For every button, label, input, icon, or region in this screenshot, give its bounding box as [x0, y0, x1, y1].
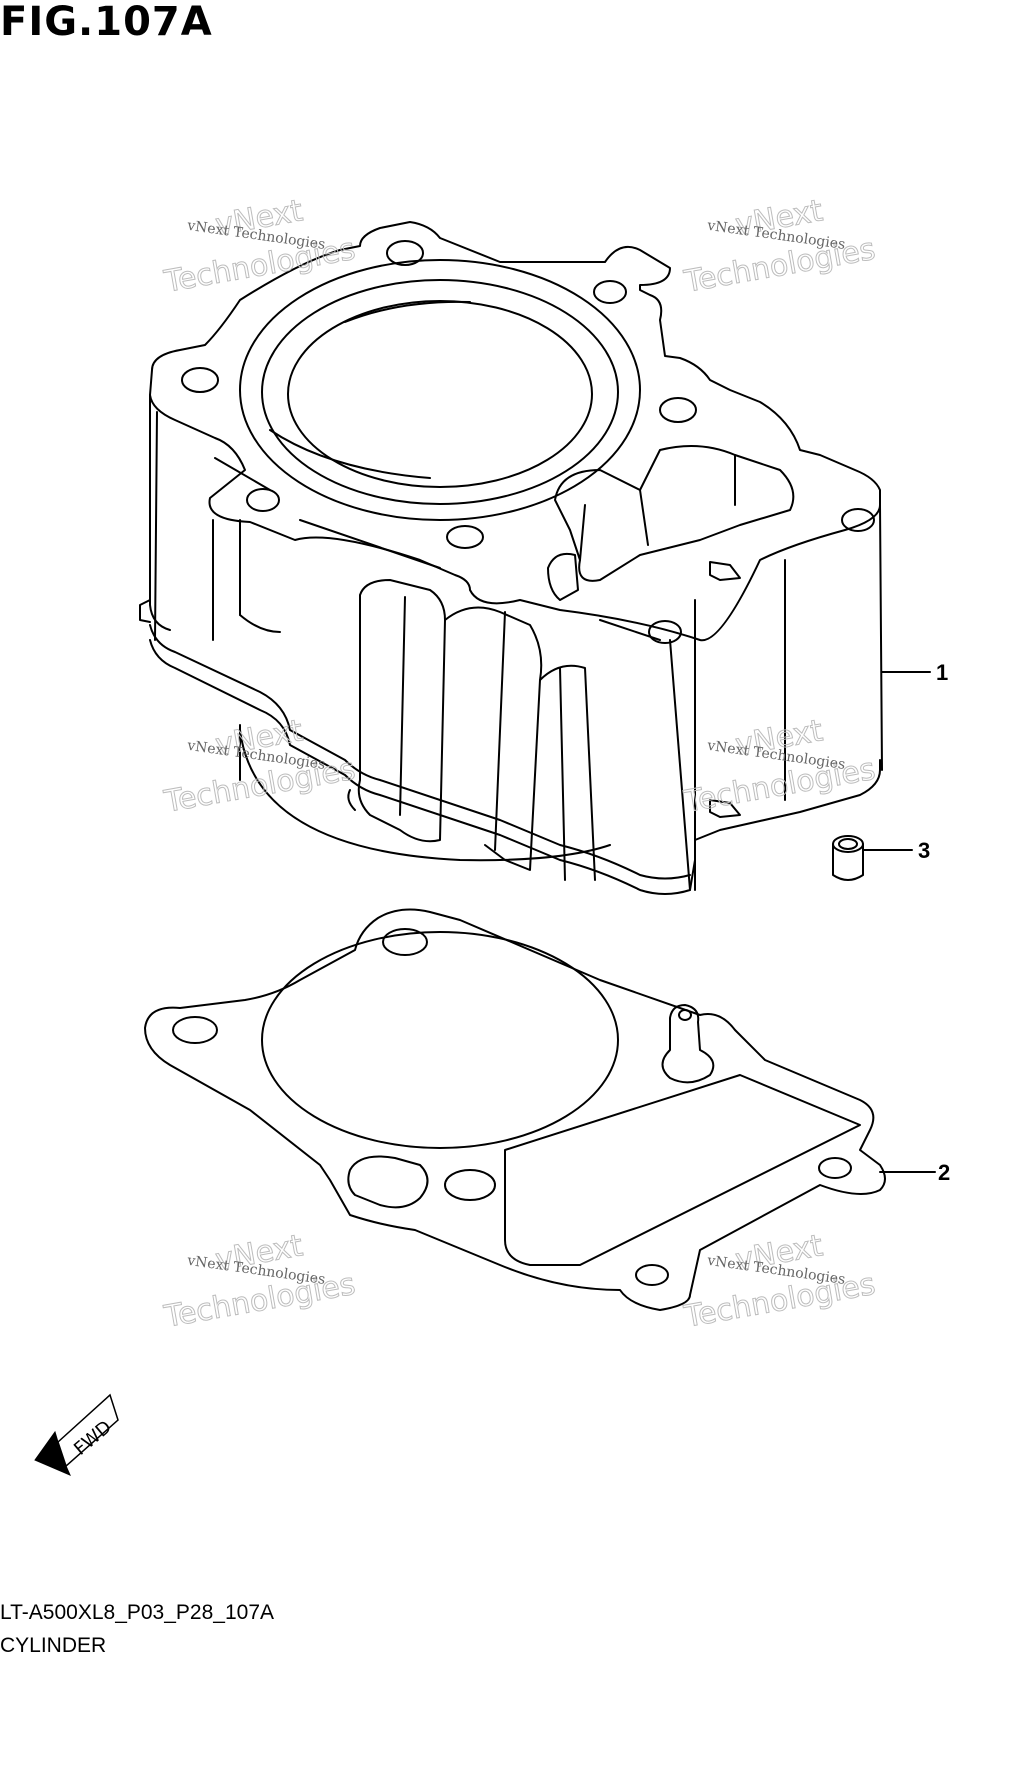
fwd-arrow-icon: FWD: [34, 1393, 119, 1476]
callout-2: 2: [938, 1160, 950, 1185]
figure-code: LT-A500XL8_P03_P28_107A: [0, 1601, 275, 1624]
dowel-pin-part[interactable]: [832, 835, 864, 881]
figure-description: CYLINDER: [0, 1634, 107, 1657]
gasket-part[interactable]: [144, 908, 886, 1311]
cylinder-part[interactable]: [139, 221, 883, 895]
figure-title: FIG.107A: [0, 0, 213, 45]
callout-1: 1: [936, 660, 948, 685]
callout-3: 3: [918, 838, 930, 863]
